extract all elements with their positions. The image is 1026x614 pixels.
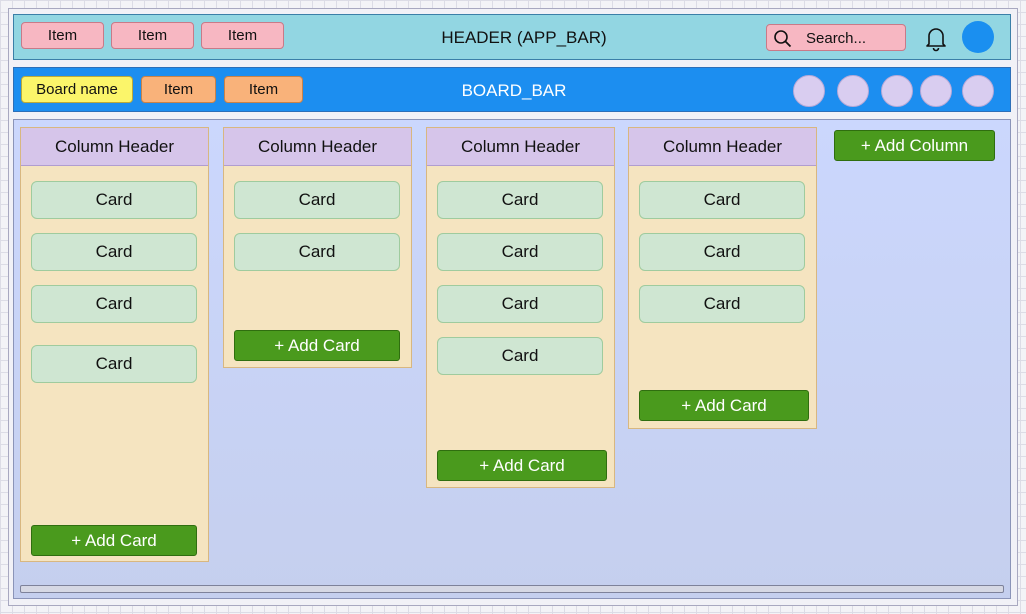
nav-item[interactable]: Item xyxy=(201,22,284,49)
add-card-button[interactable]: + Add Card xyxy=(234,330,400,361)
column: Column Header Card Card Card Card + Add … xyxy=(426,127,615,488)
card[interactable]: Card xyxy=(437,337,603,375)
add-card-button[interactable]: + Add Card xyxy=(31,525,197,556)
nav-item[interactable]: Item xyxy=(111,22,194,49)
card[interactable]: Card xyxy=(31,345,197,383)
card[interactable]: Card xyxy=(234,233,400,271)
member-avatar[interactable] xyxy=(962,75,994,107)
column-header[interactable]: Column Header xyxy=(21,128,208,166)
horizontal-scrollbar[interactable] xyxy=(20,585,1004,593)
column-header[interactable]: Column Header xyxy=(427,128,614,166)
card[interactable]: Card xyxy=(639,233,805,271)
app-bar: Item Item Item HEADER (APP_BAR) Search..… xyxy=(13,14,1011,60)
card[interactable]: Card xyxy=(437,181,603,219)
card[interactable]: Card xyxy=(437,233,603,271)
board-content: Column Header Card Card Card Card + Add … xyxy=(13,119,1011,599)
member-avatar[interactable] xyxy=(793,75,825,107)
card[interactable]: Card xyxy=(31,181,197,219)
board-bar-item[interactable]: Item xyxy=(224,76,303,103)
column-header[interactable]: Column Header xyxy=(224,128,411,166)
column: Column Header Card Card Card Card + Add … xyxy=(20,127,209,562)
bell-icon[interactable] xyxy=(922,24,950,52)
column: Column Header Card Card Card + Add Card xyxy=(628,127,817,429)
card[interactable]: Card xyxy=(234,181,400,219)
board-bar-title: BOARD_BAR xyxy=(461,80,567,100)
nav-item[interactable]: Item xyxy=(21,22,104,49)
member-avatar[interactable] xyxy=(920,75,952,107)
card[interactable]: Card xyxy=(437,285,603,323)
member-avatar[interactable] xyxy=(837,75,869,107)
search-placeholder: Search... xyxy=(806,30,867,47)
board-name-button[interactable]: Board name xyxy=(21,76,133,103)
add-card-button[interactable]: + Add Card xyxy=(639,390,809,421)
card[interactable]: Card xyxy=(639,181,805,219)
search-icon xyxy=(774,30,792,48)
add-card-button[interactable]: + Add Card xyxy=(437,450,607,481)
search-input[interactable]: Search... xyxy=(766,24,906,51)
board-bar: Board name Item Item BOARD_BAR xyxy=(13,67,1011,112)
board-bar-item[interactable]: Item xyxy=(141,76,216,103)
column: Column Header Card Card + Add Card xyxy=(223,127,412,368)
add-column-button[interactable]: + Add Column xyxy=(834,130,995,161)
app-bar-title: HEADER (APP_BAR) xyxy=(441,28,607,47)
avatar[interactable] xyxy=(962,21,994,53)
card[interactable]: Card xyxy=(639,285,805,323)
card[interactable]: Card xyxy=(31,233,197,271)
member-avatar[interactable] xyxy=(881,75,913,107)
column-header[interactable]: Column Header xyxy=(629,128,816,166)
card[interactable]: Card xyxy=(31,285,197,323)
